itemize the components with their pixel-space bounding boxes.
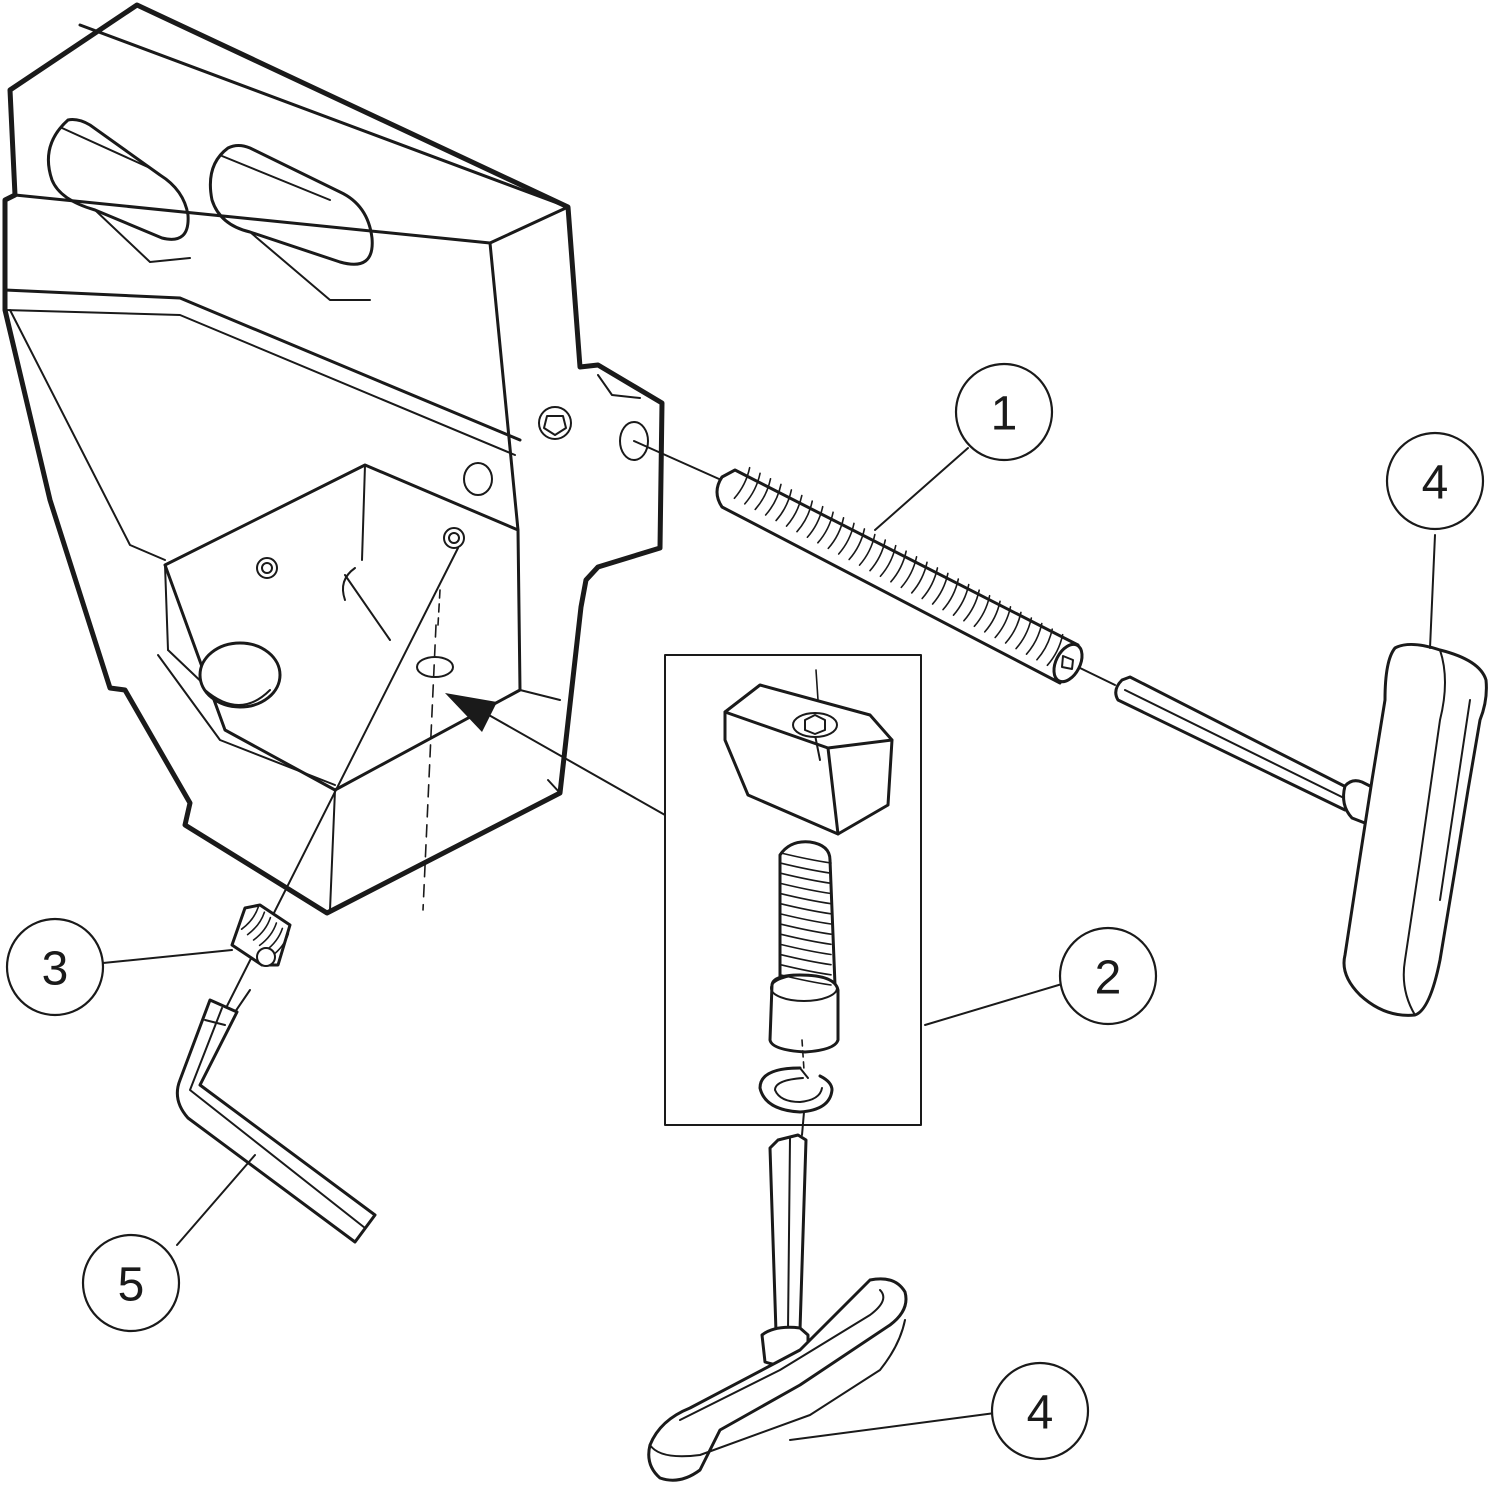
callout-4-right: 4	[1385, 431, 1485, 531]
thread-ridge	[246, 911, 266, 936]
hex-key	[175, 998, 377, 1244]
thread-ridge	[1004, 611, 1022, 644]
thread-ridge	[963, 589, 980, 622]
long-threaded-screw	[633, 440, 1116, 686]
thread-ridge	[983, 600, 1001, 633]
thread-ridge	[780, 923, 832, 935]
thread-ridge	[733, 466, 751, 500]
tool-holder-body	[2, 2, 665, 916]
callout-3: 3	[5, 917, 105, 1017]
thread-ridge	[796, 500, 814, 533]
t-handle-key-bottom	[647, 1111, 908, 1482]
thread-ridge	[869, 539, 887, 572]
thread-ridge	[994, 606, 1012, 639]
thread-ridge	[1025, 622, 1043, 655]
callout-4-bottom: 4	[990, 1361, 1090, 1461]
thread-ridge	[252, 916, 272, 941]
thread-ridge	[240, 906, 260, 930]
thread-ridge	[780, 872, 832, 885]
thread-ridge	[900, 555, 918, 589]
detail-box	[445, 654, 922, 1126]
thread-ridge	[780, 882, 832, 895]
thread-ridge	[780, 964, 832, 976]
thread-ridge	[921, 567, 939, 600]
thread-ridge	[764, 483, 782, 516]
thread-ridge	[785, 494, 803, 527]
thread-ridge	[1036, 628, 1054, 661]
set-screw	[224, 547, 459, 1013]
thread-ridge	[973, 594, 991, 628]
thread-ridge	[890, 550, 907, 583]
thread-ridge	[780, 974, 832, 986]
thread-ridge	[743, 472, 761, 505]
thread-ridge	[827, 517, 845, 550]
thread-ridge	[754, 478, 772, 511]
thread-ridge	[942, 578, 960, 611]
callout-4-bottom-label: 4	[1027, 1387, 1054, 1440]
thread-ridge	[780, 862, 832, 874]
thread-ridge	[858, 533, 876, 566]
thread-ridge	[952, 583, 970, 616]
thread-ridge	[1046, 633, 1064, 667]
callout-2: 2	[1058, 926, 1158, 1026]
thread-ridge	[780, 852, 832, 864]
thread-ridge	[879, 544, 897, 578]
thread-ridge	[780, 953, 832, 966]
thread-ridge	[817, 511, 834, 544]
callout-3-label: 3	[42, 943, 69, 996]
thread-ridge	[780, 892, 832, 905]
thread-ridge	[848, 528, 866, 561]
thread-ridge	[1015, 617, 1033, 650]
callout-2-label: 2	[1095, 952, 1122, 1005]
callout-1: 1	[954, 362, 1054, 462]
callout-4-right-label: 4	[1422, 457, 1449, 510]
thread-ridge	[931, 572, 949, 605]
leader-lines	[102, 447, 1063, 1441]
thread-ridge	[780, 913, 832, 925]
thread-ridge	[780, 903, 832, 915]
thread-ridge	[258, 922, 278, 947]
callout-5-label: 5	[118, 1259, 145, 1312]
callout-1-label: 1	[991, 388, 1018, 441]
thread-ridge	[910, 561, 928, 594]
thread-ridge	[806, 505, 824, 539]
t-handle-key-right	[1114, 534, 1488, 1017]
thread-ridge	[780, 933, 832, 946]
thread-ridge	[780, 943, 832, 956]
thread-ridge	[775, 489, 793, 522]
callout-5: 5	[81, 1233, 181, 1333]
thread-ridge	[837, 522, 855, 555]
